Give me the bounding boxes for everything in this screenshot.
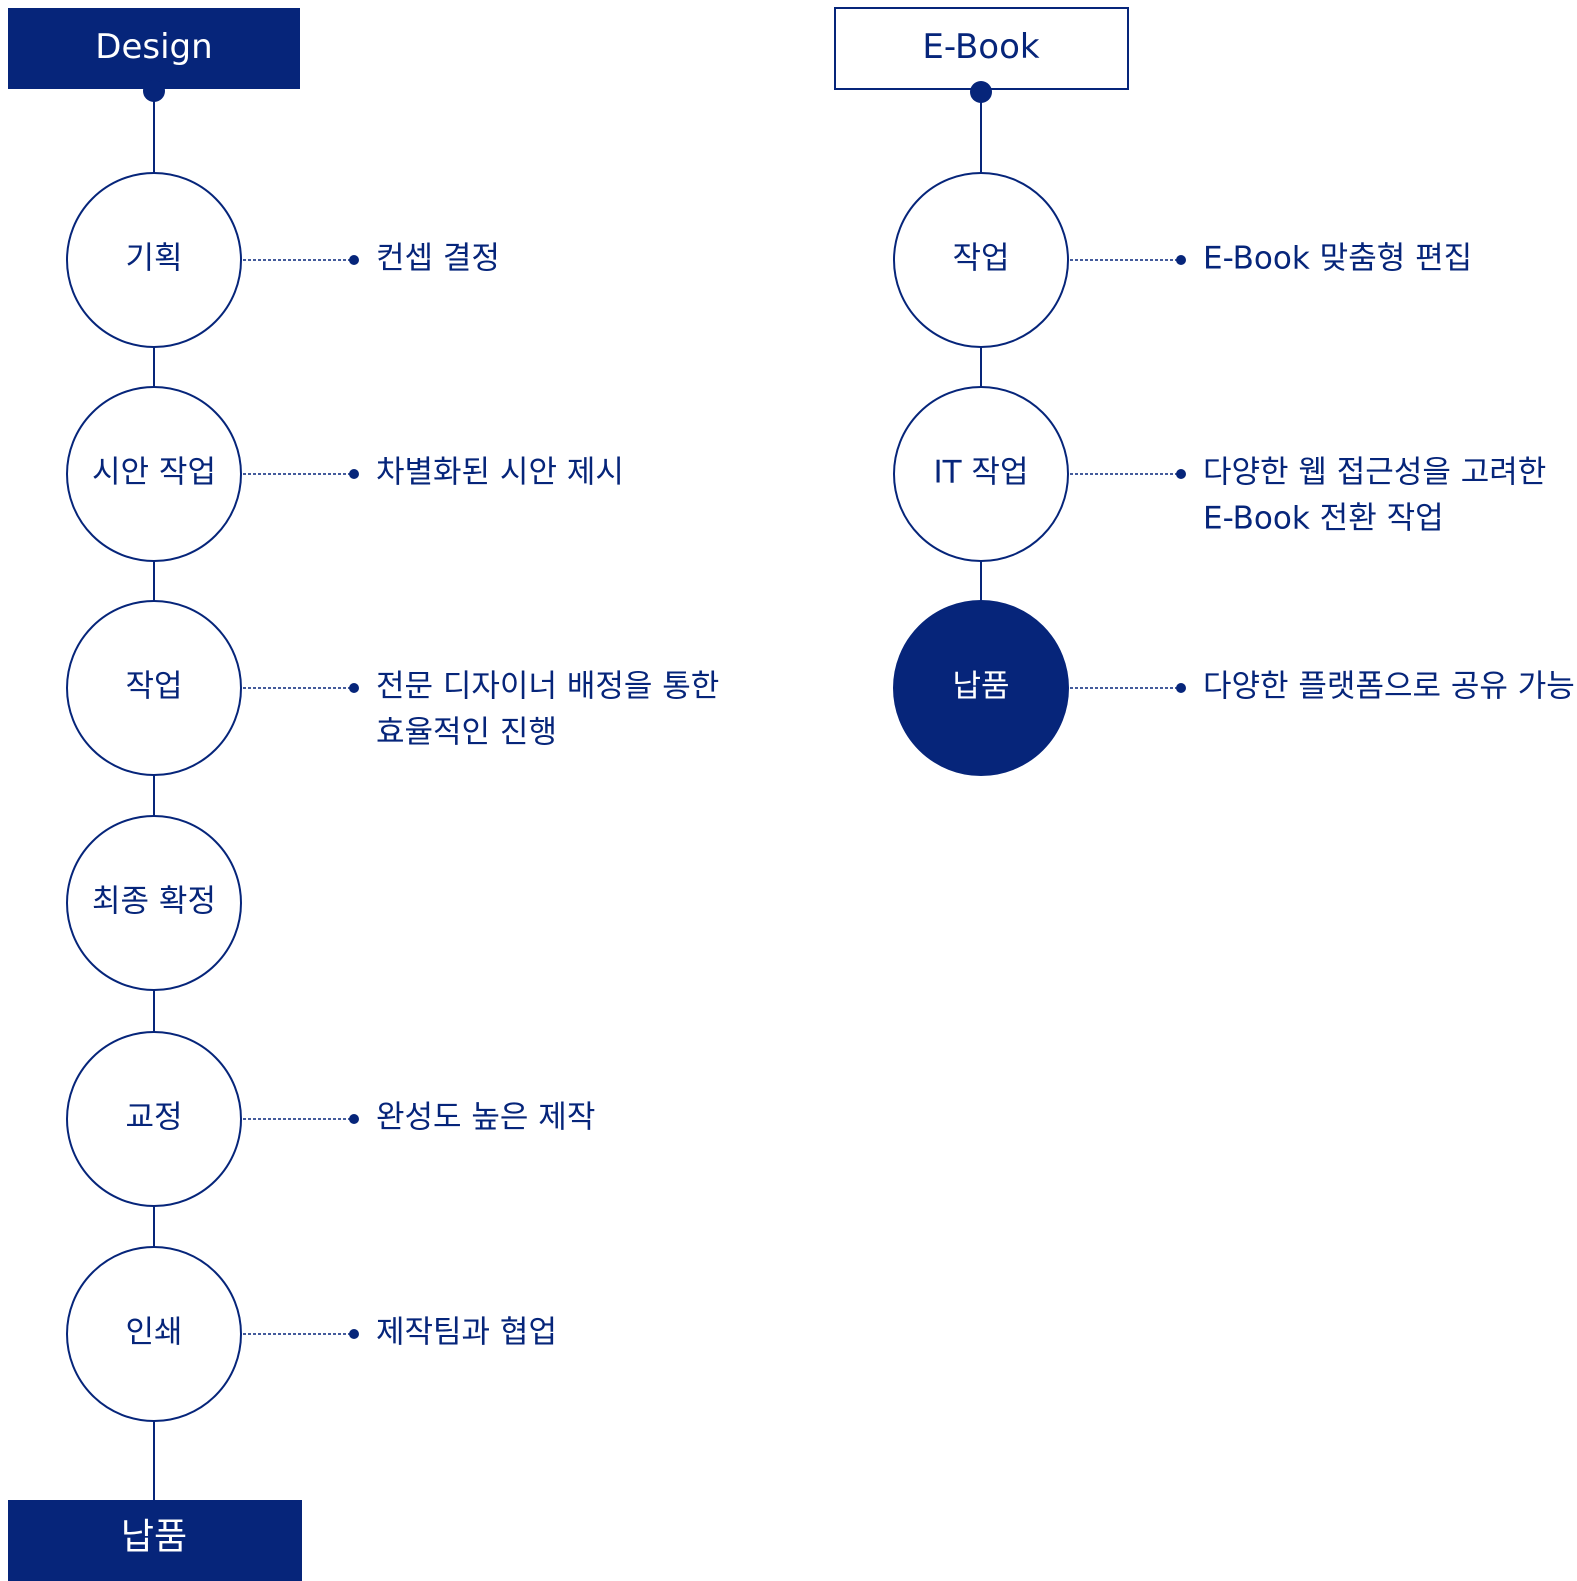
design-step-circle-1: [66, 172, 242, 348]
design-footer-box: [8, 1500, 302, 1581]
design-step-label-5: 교정: [125, 1100, 182, 1136]
ebook-step-desc-1-line-1: E-Book 맞춤형 편집: [1203, 241, 1472, 277]
design-step-label-6: 인쇄: [125, 1315, 182, 1351]
design-step-desc-6-line-1: 제작팀과 협업: [376, 1315, 557, 1351]
ebook-step-desc-3-line-1: 다양한 플랫폼으로 공유 가능: [1203, 669, 1575, 705]
design-step-circle-3: [66, 600, 242, 776]
design-step-label-2: 시안 작업: [92, 455, 216, 491]
design-step-label-3: 작업: [125, 669, 182, 705]
ebook-step-desc-2-line-1: 다양한 웹 접근성을 고려한: [1203, 455, 1546, 491]
ebook-step-bullet-3: [1176, 683, 1186, 693]
design-step-bullet-2: [349, 469, 359, 479]
design-step-bullet-5: [349, 1114, 359, 1124]
design-step-label-1: 기획: [125, 241, 182, 277]
ebook-step-bullet-1: [1176, 255, 1186, 265]
design-step-desc-2-line-1: 차별화된 시안 제시: [376, 455, 624, 491]
design-step-circle-2: [66, 386, 242, 562]
design-step-label-4: 최종 확정: [92, 884, 216, 920]
ebook-step-circle-1: [893, 172, 1069, 348]
ebook-step-label-3: 납품: [952, 669, 1009, 705]
ebook-step-circle-2: [893, 386, 1069, 562]
ebook-step-label-1: 작업: [952, 241, 1009, 277]
ebook-step-label-2: IT 작업: [934, 455, 1029, 491]
design-step-bullet-1: [349, 255, 359, 265]
design-step-desc-3-line-1: 전문 디자이너 배정을 통한: [376, 669, 719, 705]
design-step-circle-4: [66, 815, 242, 991]
design-header-dot: [143, 80, 165, 102]
ebook-header-dot: [970, 81, 992, 103]
design-footer-label: 납품: [121, 1517, 187, 1558]
design-step-circle-6: [66, 1246, 242, 1422]
ebook-header-label: E-Book: [922, 27, 1039, 67]
design-step-desc-1-line-1: 컨셉 결정: [376, 241, 500, 277]
design-step-desc-5-line-1: 완성도 높은 제작: [376, 1100, 595, 1136]
ebook-step-bullet-2: [1176, 469, 1186, 479]
design-step-bullet-3: [349, 683, 359, 693]
ebook-step-circle-3: [893, 600, 1069, 776]
design-step-desc-3-line-2: 효율적인 진행: [376, 715, 557, 751]
design-step-bullet-6: [349, 1329, 359, 1339]
design-step-circle-5: [66, 1031, 242, 1207]
ebook-header-box: [834, 7, 1129, 90]
design-header-label: Design: [95, 27, 212, 67]
ebook-step-desc-2-line-2: E-Book 전환 작업: [1203, 501, 1444, 537]
